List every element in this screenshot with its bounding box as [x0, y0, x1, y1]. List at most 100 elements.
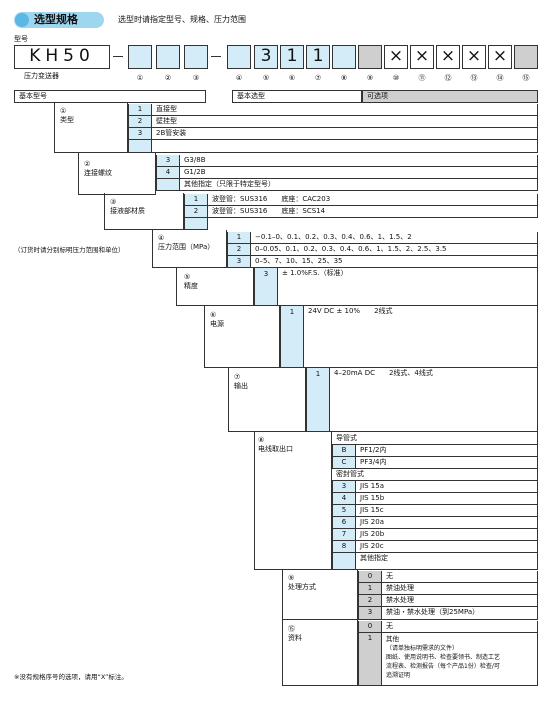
slot-10: × — [384, 45, 408, 69]
code-accuracy-1: 3 — [254, 268, 278, 306]
type-filler — [128, 140, 152, 153]
code-cable-8: 8 — [332, 541, 356, 553]
code-cable-4: 4 — [332, 493, 356, 505]
category-base: 基本型号 — [14, 90, 206, 103]
type-filler-right — [152, 140, 538, 153]
code-documents-0: 0 — [358, 621, 382, 633]
opt-thread-3: 其他指定（只限于特定型号） — [180, 179, 538, 191]
section-cable-num: ⑧ — [258, 436, 265, 444]
section-pressure — [152, 230, 227, 268]
base-caption: 压力变送器 — [24, 72, 59, 80]
opt-cable-6: JIS 20a — [356, 517, 538, 529]
code-output-1: 1 — [306, 368, 330, 432]
code-power-1: 1 — [280, 306, 304, 368]
pos-num-3: ③ — [192, 74, 200, 82]
section-accuracy-name: 精度 — [184, 282, 198, 290]
section-power-name: 电源 — [210, 320, 224, 328]
opt-pressure-2: 0–0.05、0.1、0.2、0.3、0.4、0.6、1、1.5、2、2.5、3… — [251, 244, 538, 256]
pos-num-2: ② — [164, 74, 172, 82]
footnote: ※没有规格序号的选项，请用“X”标注。 — [14, 673, 128, 681]
slot-4 — [227, 45, 251, 69]
opt-cable-8: JIS 20c — [356, 541, 538, 553]
slot-8 — [332, 45, 356, 69]
category-optional: 可选项 — [362, 90, 538, 103]
code-cable-c: C — [332, 457, 356, 469]
opt-material-1: 波登管：SUS316 底座：CAC203 — [208, 194, 538, 206]
pos-num-11: ⑪ — [418, 74, 426, 82]
section-type-num: ① — [60, 107, 67, 115]
opt-cable-b: PF1/2内 — [356, 445, 538, 457]
section-power-num: ⑥ — [210, 311, 217, 319]
section-material-name: 接液部材质 — [110, 207, 145, 215]
dash-2 — [211, 56, 221, 57]
slot-14: × — [488, 45, 512, 69]
category-standard: 基本选型 — [232, 90, 362, 103]
section-type-name: 类型 — [60, 116, 74, 124]
code-pressure-2: 2 — [227, 244, 251, 256]
section-material — [104, 193, 184, 230]
pos-num-8: ⑧ — [340, 74, 348, 82]
pos-num-13: ⑬ — [470, 74, 478, 82]
pos-num-14: ⑭ — [496, 74, 504, 82]
opt-treatment-3: 禁油・禁水处理（到25MPa） — [382, 607, 538, 620]
code-thread-1: 3 — [156, 155, 180, 167]
section-material-num: ③ — [110, 198, 117, 206]
section-thread — [78, 153, 156, 195]
documents-note-1: （请单独标明需求的文件） — [386, 645, 459, 652]
section-output — [228, 368, 306, 432]
section-output-name: 输出 — [234, 382, 248, 390]
pos-num-5: ⑤ — [262, 74, 270, 82]
code-cable-3: 3 — [332, 481, 356, 493]
slot-2 — [156, 45, 180, 69]
opt-documents-1 — [382, 633, 538, 686]
opt-cable-head-1: 导管式 — [332, 433, 538, 445]
opt-type-1: 直接型 — [152, 104, 538, 116]
side-note: （订货时请分别标明压力范围和单位） — [14, 246, 125, 254]
code-type-1: 1 — [128, 104, 152, 116]
code-pressure-3: 3 — [227, 256, 251, 268]
slot-15 — [514, 45, 538, 69]
documents-other-label: 其他 — [386, 635, 399, 643]
slot-13: × — [462, 45, 486, 69]
slot-1 — [128, 45, 152, 69]
section-treatment — [282, 570, 358, 620]
opt-cable-c: PF3/4内 — [356, 457, 538, 469]
header-subtitle: 选型时请指定型号、规格、压力范围 — [118, 15, 246, 24]
base-code-box: KH50 — [14, 45, 110, 69]
code-treatment-0: 0 — [358, 571, 382, 583]
header-title: 选型规格 — [34, 13, 78, 26]
documents-note-4: 追溯证明 — [386, 672, 411, 679]
code-material-1: 1 — [184, 194, 208, 206]
opt-type-2: 壁挂型 — [152, 116, 538, 128]
pos-num-9: ⑨ — [366, 74, 374, 82]
section-pressure-name: 压力范围（MPa） — [158, 243, 215, 251]
section-type — [54, 103, 128, 153]
opt-output-1: 4–20mA DC 2线式、4线式 — [330, 368, 538, 432]
code-cable-other — [332, 553, 356, 570]
slot-12: × — [436, 45, 460, 69]
code-type-3: 3 — [128, 128, 152, 140]
code-cable-5: 5 — [332, 505, 356, 517]
section-documents — [282, 620, 358, 686]
section-thread-num: ② — [84, 160, 91, 168]
code-treatment-2: 2 — [358, 595, 382, 607]
opt-accuracy-1: ± 1.0%F.S.（标准） — [278, 268, 538, 306]
pos-num-12: ⑫ — [444, 74, 452, 82]
opt-cable-5: JIS 15c — [356, 505, 538, 517]
pos-num-1: ① — [136, 74, 144, 82]
opt-cable-other: 其他指定 — [356, 553, 538, 570]
dash-1 — [113, 56, 123, 57]
slot-6: 1 — [280, 45, 304, 69]
header-badge-dot — [15, 13, 29, 27]
opt-type-3: 2B管安装 — [152, 128, 538, 140]
opt-cable-4: JIS 15b — [356, 493, 538, 505]
documents-note-2: 图纸、使用说明书、检查要领书、制造工艺 — [386, 654, 501, 661]
slot-3 — [184, 45, 208, 69]
code-cable-b: B — [332, 445, 356, 457]
code-material-2: 2 — [184, 206, 208, 218]
opt-pressure-3: 0–5、7、10、15、25、35 — [251, 256, 538, 268]
opt-power-1: 24V DC ± 10% 2线式 — [304, 306, 538, 368]
section-output-num: ⑦ — [234, 373, 241, 381]
slot-9 — [358, 45, 382, 69]
pos-num-4: ④ — [235, 74, 243, 82]
